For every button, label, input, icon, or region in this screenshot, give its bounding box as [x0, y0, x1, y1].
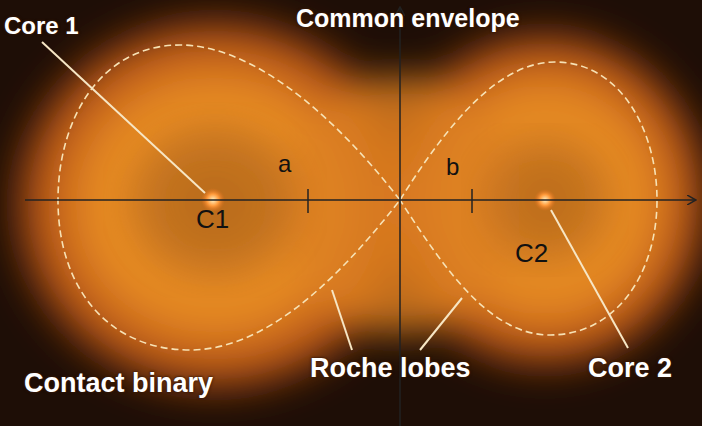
part-label: Core 2	[588, 355, 672, 382]
leader-line	[420, 298, 462, 350]
x-axis	[25, 199, 695, 201]
part-label: Common envelope	[296, 6, 520, 31]
roche-lobe	[400, 62, 657, 335]
core-label: C1	[196, 206, 229, 232]
distance-label: b	[446, 155, 459, 179]
tick-mark	[471, 189, 473, 213]
common-envelope-glow	[0, 5, 702, 405]
part-label: Roche lobes	[310, 355, 471, 382]
core-label: C2	[515, 240, 548, 266]
leader-line	[332, 290, 352, 350]
leader-line	[42, 42, 205, 193]
tick-mark	[307, 189, 309, 213]
part-label: Core 1	[4, 14, 79, 38]
distance-label: a	[278, 152, 291, 176]
caption-label: Contact binary	[24, 370, 213, 397]
leader-line	[551, 210, 628, 348]
roche-lobe	[58, 45, 400, 350]
